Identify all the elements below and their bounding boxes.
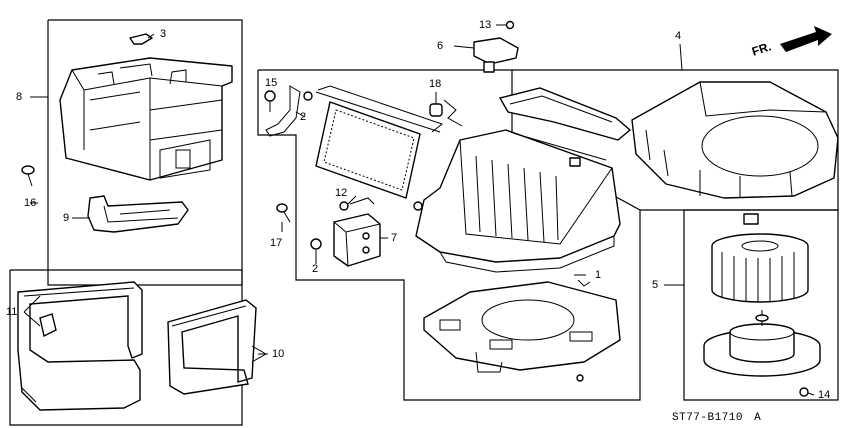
blower-motor-part-5 [703, 310, 821, 377]
upper-blower-housing-part-4 [498, 81, 839, 199]
filter-assembly [315, 85, 444, 199]
callout-14: 14 [818, 389, 831, 401]
callout-7: 7 [391, 232, 398, 244]
callout-10: 10 [272, 348, 285, 360]
callout-3: 3 [160, 28, 167, 40]
fastener-part-2b [310, 238, 322, 250]
callout-9: 9 [63, 212, 70, 224]
foam-seal-part-11 [17, 281, 143, 411]
callout-1: 1 [595, 269, 602, 281]
callout-11: 11 [6, 306, 18, 318]
screw-part-14 [799, 387, 809, 397]
tray-part-9 [87, 195, 189, 233]
clip-part-3 [129, 33, 153, 45]
group-box-center [257, 69, 641, 401]
callout-8: 8 [16, 91, 23, 103]
callout-12: 12 [335, 187, 348, 199]
diagram-code-block: ST77-B1710 A [672, 412, 761, 424]
foam-seal-part-10 [167, 299, 257, 395]
bottom-cover-plate [423, 279, 621, 382]
front-arrow-icon [780, 26, 832, 52]
group-box-left-lower [9, 269, 243, 426]
callout-2b: 2 [312, 263, 319, 275]
fastener-part-12 [339, 201, 349, 211]
resistor-part-6 [473, 37, 519, 73]
callout-17: 17 [270, 237, 283, 249]
link-rod-part-2a [265, 85, 313, 137]
intake-housing-upper [59, 57, 233, 181]
screw-part-17 [276, 203, 291, 223]
callout-18: 18 [429, 78, 442, 90]
callout-13: 13 [479, 19, 492, 31]
callout-5: 5 [652, 279, 659, 291]
group-box-motor [683, 209, 839, 401]
screw-part-13 [505, 20, 515, 30]
callout-16: 16 [24, 197, 37, 209]
callout-2a: 2 [300, 111, 307, 123]
blower-fan-part-5 [711, 213, 809, 303]
callout-15: 15 [265, 77, 278, 89]
diagram-code: ST77-B1710 [672, 412, 744, 424]
fastener-part-15 [264, 90, 276, 112]
screw-part-16 [21, 165, 35, 187]
blower-lower-housing [413, 129, 621, 273]
grommet-part-18 [429, 99, 463, 127]
callout-4: 4 [675, 30, 682, 42]
actuator-part-7 [333, 197, 381, 267]
leader-lines [23, 24, 815, 396]
diagram-revision: A [754, 412, 762, 424]
callout-6: 6 [437, 40, 444, 52]
